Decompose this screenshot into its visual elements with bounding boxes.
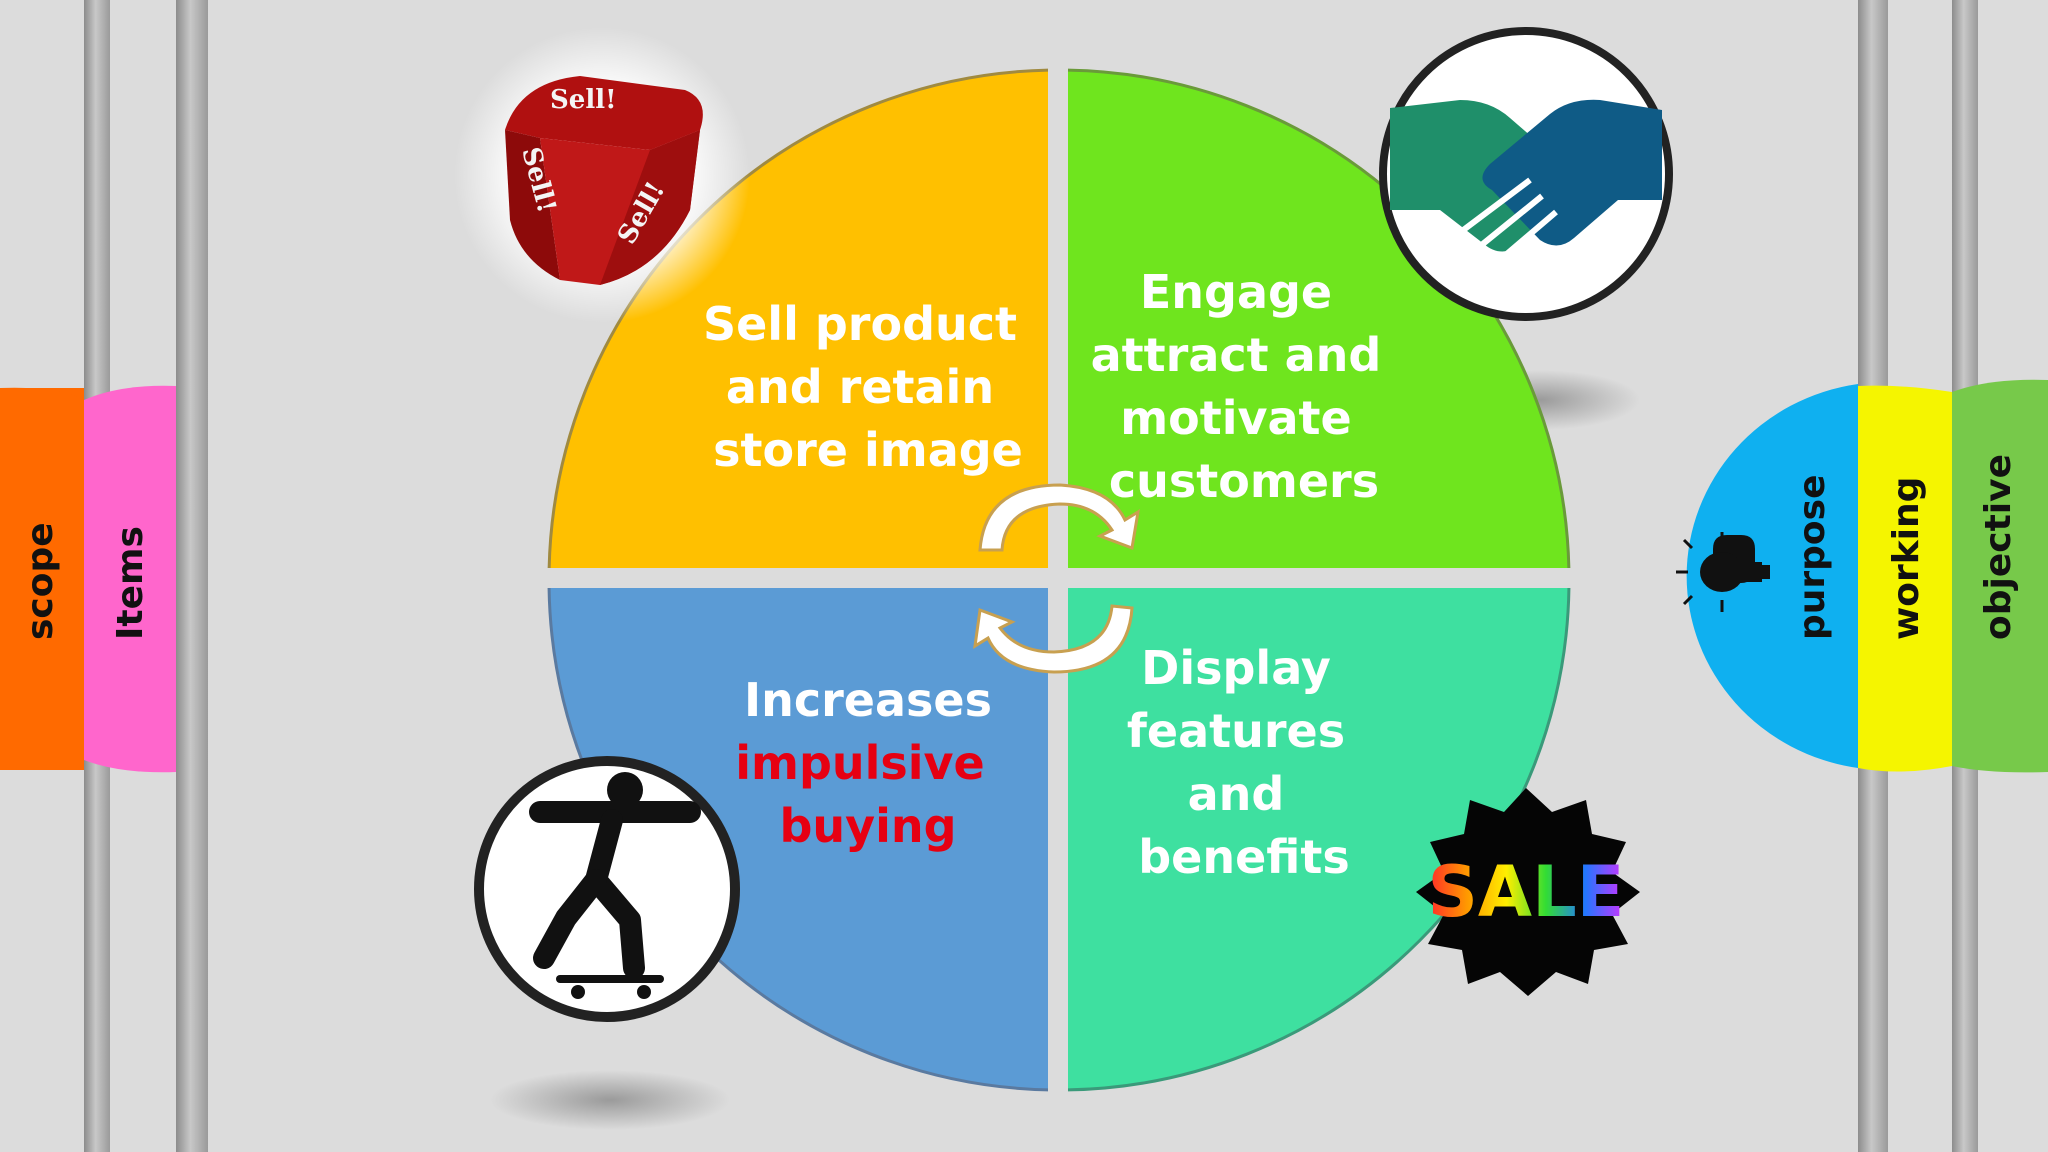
quadrant-top-right-text: Engage attract and motivate customers [1091, 265, 1398, 508]
left-tabs: scope Items [0, 385, 176, 773]
tab-purpose-label: purpose [1792, 475, 1833, 641]
quadrant-top-right-shape [1068, 68, 1571, 568]
dice-icon: Sell! Sell! Sell! [454, 27, 750, 323]
quadrant-bottom-left-highlight: impulsive buying [735, 736, 1001, 853]
lightbulb-icon [1676, 532, 1770, 612]
quadrant-top-left-shape [547, 68, 1048, 568]
tab-objective[interactable] [1952, 379, 2048, 773]
quadrant-bottom-right-shape [1068, 588, 1571, 1092]
quadrant-top-left-text: Sell product and retain store image [703, 297, 1033, 477]
tab-scope-label: scope [20, 522, 61, 640]
cycle-arrows-icon [973, 483, 1141, 674]
chart-shadow [490, 1070, 730, 1130]
tab-working[interactable] [1858, 385, 1952, 772]
quadrant-bottom-left: Increases impulsive buying [547, 588, 1048, 1092]
sale-badge-text: SALE [1427, 851, 1624, 933]
tab-items-label: Items [110, 526, 151, 640]
tab-objective-label: objective [1978, 454, 2019, 640]
tab-scope[interactable] [0, 388, 84, 770]
quadrant-bottom-right: Display features and benefits [1068, 588, 1571, 1092]
quadrant-bottom-right-text: Display features and benefits [1127, 641, 1361, 884]
quadrant-top-right: Engage attract and motivate customers [1068, 68, 1571, 568]
skateboarder-icon [474, 756, 740, 1022]
quadrant-bottom-left-text: Increases [744, 673, 992, 727]
handshake-icon [1379, 27, 1673, 321]
right-tabs: purpose working objective [1676, 379, 2048, 773]
tab-working-label: working [1886, 477, 1927, 640]
sale-badge-icon: SALE [1416, 788, 1640, 996]
tab-items[interactable] [84, 385, 176, 773]
dice-text-top: Sell! [550, 85, 617, 115]
tab-purpose[interactable] [1686, 384, 1858, 768]
quadrant-top-left: Sell product and retain store image [547, 68, 1048, 568]
quadrant-bottom-left-shape [547, 588, 1048, 1092]
